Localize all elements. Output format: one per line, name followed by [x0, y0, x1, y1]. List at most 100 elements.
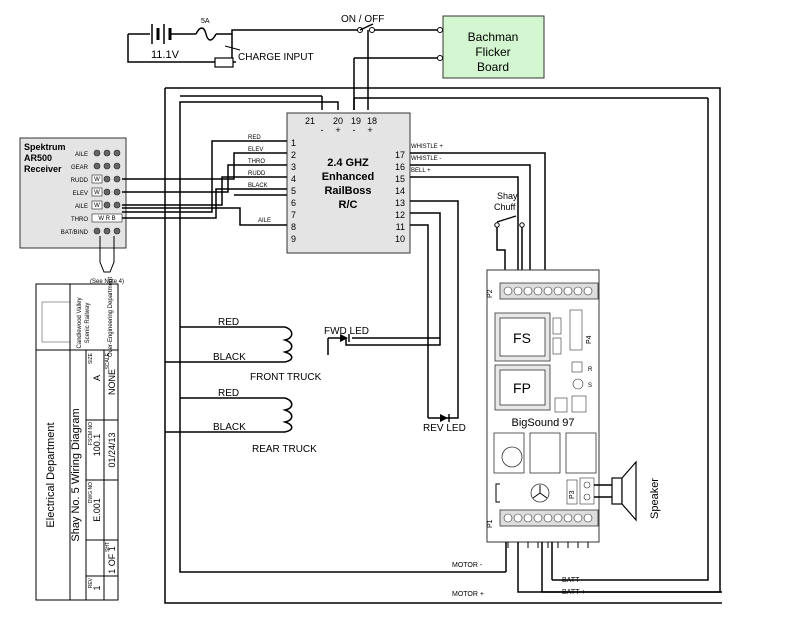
- charge-input-label: CHARGE INPUT: [238, 52, 314, 63]
- battery-voltage: 11.1V: [151, 49, 180, 61]
- switch-label: ON / OFF: [341, 14, 384, 25]
- fwd-led-label: FWD LED: [324, 326, 369, 337]
- receiver-ch-thro: THRO: [71, 217, 88, 223]
- chuff-switch-icon: [494, 215, 525, 270]
- rear-truck-black: BLACK: [213, 422, 246, 433]
- wire-label-whistle-minus: WHISTLE -: [411, 156, 441, 162]
- railboss-pin-16: 16: [395, 162, 405, 172]
- railboss-line1: 2.4 GHZ: [327, 157, 369, 169]
- wire-label-aile: AILE: [258, 218, 271, 224]
- railway-logo: [41, 301, 71, 343]
- fwd-led-icon: [327, 334, 440, 355]
- tb-dwg-label: DWG NO: [88, 482, 94, 503]
- fuse-rating: 5A: [201, 18, 210, 25]
- railboss-pin-19: 19: [351, 116, 361, 126]
- receiver-pin-grid: [93, 149, 121, 235]
- receiver-w-rudd: W: [94, 177, 100, 183]
- tb-fscm-label: FSCM NO: [88, 422, 94, 445]
- spektrum-receiver: Spektrum AR500 Receiver AILE GEAR RUDD E…: [19, 137, 127, 249]
- railboss-pin-7: 7: [291, 210, 296, 220]
- railboss-pin-14: 14: [395, 186, 405, 196]
- wire-label-black: BLACK: [248, 183, 268, 189]
- bigsound-fp: FP: [513, 380, 531, 396]
- tb-size: A: [92, 375, 102, 381]
- railboss-pin-2: 2: [291, 150, 296, 160]
- receiver-ch-bat-bind: BAT/BIND: [61, 230, 89, 236]
- railboss-pin-13: 13: [395, 198, 405, 208]
- label-batt-minus: BATT -: [562, 577, 584, 584]
- front-truck-label: FRONT TRUCK: [250, 372, 322, 383]
- tb-rev: 1: [92, 585, 102, 590]
- speaker-label: Speaker: [649, 478, 661, 519]
- speaker-icon: [594, 460, 637, 522]
- receiver-wrb-thro: W R B: [98, 216, 115, 222]
- railboss-pin-8: 8: [291, 222, 296, 232]
- rear-truck-red: RED: [218, 388, 239, 399]
- receiver-w-elev: W: [94, 190, 100, 196]
- receiver-note: (See Note 4): [90, 279, 124, 285]
- receiver-title1: Spektrum: [24, 142, 66, 152]
- railboss-pin-1: 1: [291, 138, 296, 148]
- railboss-pin-11: 11: [396, 222, 405, 232]
- bigsound-title: BigSound 97: [512, 417, 575, 429]
- label-batt-plus: BATT +: [562, 589, 585, 596]
- tb-org-line2: Scenic Railway: [85, 303, 91, 344]
- railboss-pin-9: 9: [291, 234, 296, 244]
- shay-chuff-line2: Chuff: [494, 202, 516, 212]
- railboss-sign-21: -: [321, 125, 324, 135]
- receiver-title2: AR500: [24, 153, 52, 163]
- flicker-line3: Board: [477, 60, 509, 74]
- railboss-pin-17: 17: [395, 150, 405, 160]
- charge-resistor-icon: [214, 57, 234, 68]
- title-block: Candlewood Valley Scenic Railway Over-En…: [35, 277, 119, 601]
- receiver-title3: Receiver: [24, 164, 62, 174]
- railboss-line3: RailBoss: [324, 185, 371, 197]
- front-truck-motor: RED BLACK FRONT TRUCK: [165, 317, 322, 383]
- bigsound-p1: P1: [487, 519, 494, 528]
- wire-label-rudd: RUDD: [248, 171, 266, 177]
- tb-scale-label: SCALE: [105, 352, 111, 369]
- rear-truck-label: REAR TRUCK: [252, 444, 317, 455]
- rev-led-label: REV LED: [423, 423, 466, 434]
- bigsound-p3: P3: [569, 490, 576, 499]
- railboss-rc: 21 20 19 18 - + - + 2.4 GHZ Enhanced Rai…: [286, 112, 411, 254]
- receiver-w-aile: W: [94, 203, 100, 209]
- rear-truck-motor: RED BLACK REAR TRUCK: [165, 388, 317, 455]
- railboss-sign-19: -: [353, 125, 356, 135]
- label-motor-plus: MOTOR +: [452, 591, 484, 598]
- front-truck-black: BLACK: [213, 352, 246, 363]
- tb-drawing-title: Shay No. 5 Wiring Diagram: [70, 408, 82, 541]
- rev-led-icon: [440, 414, 450, 422]
- railboss-pin-15: 15: [395, 174, 405, 184]
- railboss-pin-6: 6: [291, 198, 296, 208]
- receiver-ch-gear: GEAR: [71, 165, 89, 171]
- railboss-line2: Enhanced: [322, 171, 375, 183]
- railboss-sign-20: +: [335, 125, 340, 135]
- receiver-ch-aile-2: AILE: [75, 204, 88, 210]
- bigsound-fs: FS: [513, 330, 531, 346]
- tb-org-line1: Candlewood Valley: [77, 298, 83, 349]
- tb-date: 01/24/13: [107, 432, 117, 467]
- tb-dept-small: Over-Engineering Department: [108, 277, 114, 357]
- bigsound-board: P2 FS FP P4 R S BigSound 97 P3: [486, 269, 600, 548]
- railboss-pin-21: 21: [305, 116, 315, 126]
- tb-sheet: 1 OF 1: [107, 546, 117, 574]
- shay-chuff-line1: Shay: [497, 191, 518, 201]
- railboss-pin-18: 18: [367, 116, 377, 126]
- flicker-board: Bachman Flicker Board: [442, 15, 545, 79]
- tb-sheet-label: SHT: [105, 542, 111, 552]
- fuse-icon: [195, 27, 217, 41]
- receiver-ch-rudd: RUDD: [71, 178, 89, 184]
- railboss-pin-20: 20: [333, 116, 343, 126]
- wire-label-red: RED: [248, 135, 261, 141]
- label-motor-minus: MOTOR -: [452, 562, 483, 569]
- bigsound-r: R: [588, 367, 593, 373]
- wire-label-bell-plus: BELL +: [411, 168, 431, 174]
- wire-label-elev: ELEV: [248, 147, 263, 153]
- flicker-line1: Bachman: [468, 30, 519, 44]
- tb-scale: NONE: [107, 369, 117, 395]
- front-truck-red: RED: [218, 317, 239, 328]
- railboss-line4: R/C: [339, 199, 358, 211]
- railboss-pin-5: 5: [291, 186, 296, 196]
